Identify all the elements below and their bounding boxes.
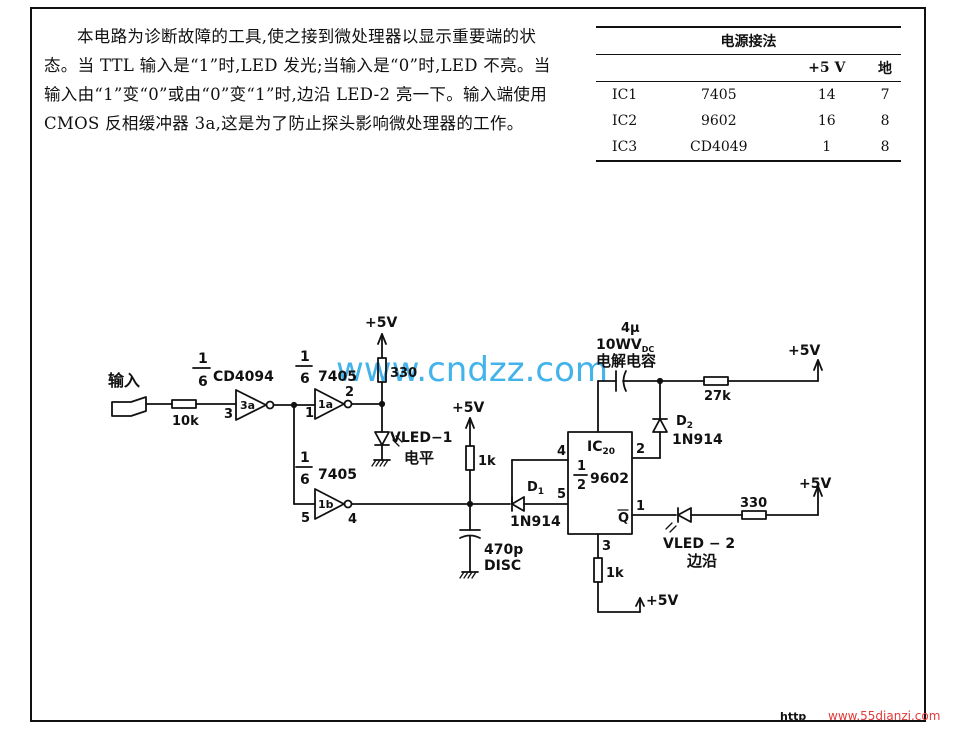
resistor-330-right xyxy=(741,510,767,520)
pin-5: 5 xyxy=(301,511,310,526)
ic-q-bar: Q xyxy=(618,511,629,526)
power-table-header xyxy=(596,54,654,82)
table-cell: CD4049 xyxy=(653,134,785,162)
pin-4: 4 xyxy=(348,512,357,527)
cap-value: 4μ xyxy=(621,321,640,336)
ic-pin-1: 1 xyxy=(636,499,645,514)
table-cell: 1 xyxy=(784,134,870,162)
vcc-arrow-right-top xyxy=(813,359,823,371)
watermark-http: http xyxy=(780,710,806,723)
resistor-1k-mid-label: 1k xyxy=(478,454,496,469)
frac-den: 6 xyxy=(300,371,310,387)
gate-3a-label: 3a xyxy=(240,399,255,412)
ic-9602 xyxy=(567,431,633,535)
vcc-bottom: +5V xyxy=(646,593,678,609)
d1-label: D1 xyxy=(527,480,544,497)
pin-1: 1 xyxy=(305,406,314,421)
vled1-caption: 电平 xyxy=(404,449,434,467)
vcc-top: +5V xyxy=(365,315,397,331)
table-cell: 14 xyxy=(817,87,836,103)
resistor-10k-label: 10k xyxy=(172,414,199,429)
power-table-header xyxy=(653,54,785,82)
resistor-330-top-label: 330 xyxy=(390,366,417,381)
chip-7405-top: 7405 xyxy=(318,369,357,385)
gate-1b-label: 1b xyxy=(318,498,334,511)
table-row: IC2 9602 16 8 xyxy=(596,108,901,134)
power-table-header-gnd: 地 xyxy=(869,54,901,82)
ic-pin-2: 2 xyxy=(636,442,645,457)
cap-470p-label: 470p xyxy=(484,542,523,558)
table-cell: 7405 xyxy=(700,87,737,103)
diode-d2 xyxy=(652,418,668,433)
vcc-right-top: +5V xyxy=(788,343,820,359)
pin-2: 2 xyxy=(345,385,354,400)
resistor-330-right-label: 330 xyxy=(740,496,767,511)
ground-symbol xyxy=(371,459,391,467)
vcc-arrow-right-mid xyxy=(813,485,823,497)
table-row: IC1 7405 14 7 xyxy=(596,82,901,109)
d2-label: D2 xyxy=(676,414,693,431)
input-label: 输入 xyxy=(108,371,140,390)
cap-volt: 10WVDC xyxy=(596,337,654,354)
chip-7405-mid: 7405 xyxy=(318,467,357,483)
table-cell: 16 xyxy=(817,113,836,129)
resistor-10k xyxy=(171,399,197,409)
resistor-1k-bottom-label: 1k xyxy=(606,566,624,581)
diode-d1 xyxy=(511,496,525,512)
vcc-mid: +5V xyxy=(452,400,484,416)
table-cell: 7 xyxy=(880,87,890,103)
cd4094-label: CD4094 xyxy=(213,369,274,385)
gate-1a-label: 1a xyxy=(318,398,333,411)
cap-disc-label: DISC xyxy=(484,558,521,574)
ic-frac-num: 1 xyxy=(577,459,586,474)
vled1-label: VLED−1 xyxy=(390,430,452,446)
d2-type: 1N914 xyxy=(672,432,723,448)
resistor-27k xyxy=(703,376,729,386)
ic-pin-3: 3 xyxy=(602,539,611,554)
table-cell: 8 xyxy=(880,113,890,129)
frac-num: 1 xyxy=(300,349,310,365)
frac-den: 6 xyxy=(300,472,310,488)
table-row: IC3 CD4049 1 8 xyxy=(596,134,901,162)
vled2-label: VLED − 2 xyxy=(663,536,735,552)
table-cell: 9602 xyxy=(700,113,737,129)
resistor-1k-mid xyxy=(465,445,475,471)
watermark-55dianzi: www.55dianzi.com xyxy=(828,709,940,723)
table-cell: IC1 xyxy=(612,87,638,103)
ic-pin-4: 4 xyxy=(557,444,566,459)
pin-3: 3 xyxy=(224,407,233,422)
ic-frac-den: 2 xyxy=(577,478,586,493)
resistor-1k-bottom xyxy=(593,557,603,583)
d1-type: 1N914 xyxy=(510,514,561,530)
frac-num: 1 xyxy=(198,351,208,367)
ic-label: IC20 xyxy=(587,439,615,457)
table-cell: IC2 xyxy=(612,113,638,129)
power-table-header-vcc: +5 V xyxy=(784,54,870,82)
vcc-arrow-bottom xyxy=(635,597,645,607)
vled2-caption: 边沿 xyxy=(686,552,717,570)
power-table-caption: 电源接法 xyxy=(596,26,901,55)
table-cell: IC3 xyxy=(596,134,654,162)
table-cell: 8 xyxy=(869,134,901,162)
input-connector xyxy=(111,396,147,417)
resistor-27k-label: 27k xyxy=(704,389,731,404)
ic-pin-5: 5 xyxy=(557,487,566,502)
figure-frame xyxy=(30,7,926,722)
ground-symbol xyxy=(459,571,479,579)
cap-name: 电解电容 xyxy=(596,352,656,370)
led-vled2 xyxy=(665,507,692,533)
power-table: 电源接法 +5 V 地 IC1 7405 14 7 IC2 9602 16 8 … xyxy=(596,26,901,162)
vcc-right-mid: +5V xyxy=(799,476,831,492)
frac-num: 1 xyxy=(300,450,310,466)
description-text: 本电路为诊断故障的工具,使之接到微处理器以显示重要端的状态。当 TTL 输入是“… xyxy=(44,27,551,133)
watermark-cndzz: www.cndzz.com xyxy=(336,350,608,390)
ic-part: 9602 xyxy=(590,471,629,487)
frac-den: 6 xyxy=(198,374,208,390)
